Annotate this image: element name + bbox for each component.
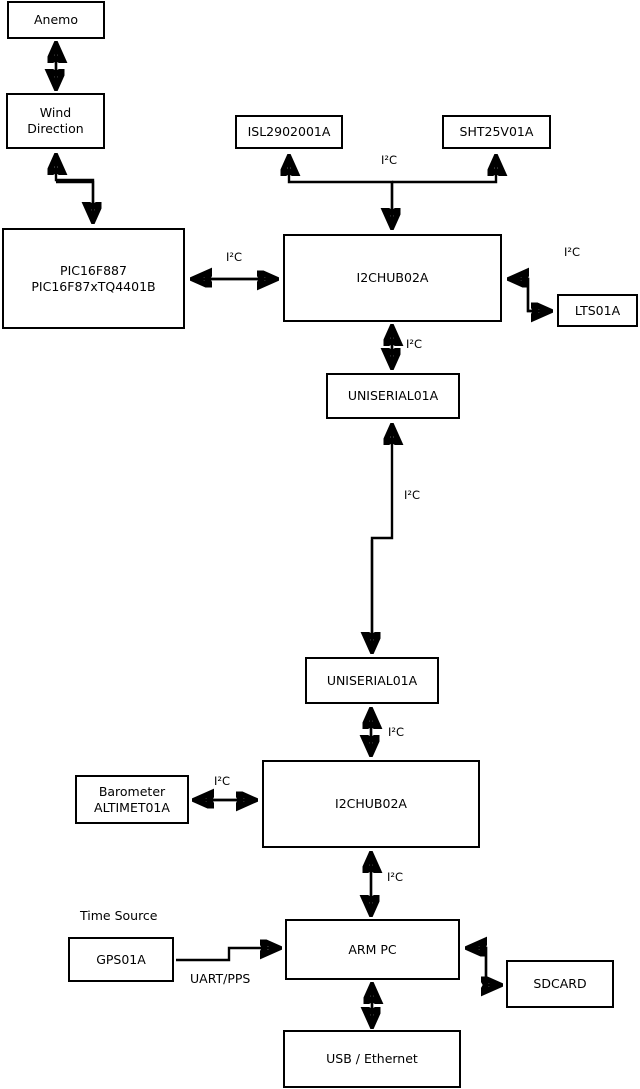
edge-label-i2c-hub-lts: I²C xyxy=(564,245,581,259)
wire-uniserial-bottom-to-uniserial-top xyxy=(370,427,392,650)
node-usb-ethernet[interactable]: USB / Ethernet xyxy=(283,1030,461,1088)
edge-label-i2c-uniserial-link: I²C xyxy=(404,488,421,502)
node-gps01a[interactable]: GPS01A xyxy=(68,937,174,982)
node-wind-direction[interactable]: Wind Direction xyxy=(6,93,105,149)
wire-gps-to-armpc xyxy=(176,948,278,962)
edge-label-i2c-sensor-bus: I²C xyxy=(381,153,398,167)
edge-label-i2c-barometer-hub: I²C xyxy=(214,774,231,788)
node-i2chub02a-top-label: I2CHUB02A xyxy=(356,270,429,286)
edge-label-i2c-uniserial-hub-bottom: I²C xyxy=(388,725,405,739)
wire-pic-to-winddirection xyxy=(56,157,95,220)
node-wind-direction-label: Wind Direction xyxy=(27,105,84,136)
node-sht25v01a-label: SHT25V01A xyxy=(459,124,534,140)
node-uniserial01a-bottom-label: UNISERIAL01A xyxy=(326,672,418,688)
wire-i2chub-top-to-lts xyxy=(511,277,549,311)
edge-label-i2c-pic-hub: I²C xyxy=(226,250,243,264)
node-sdcard-label: SDCARD xyxy=(533,976,587,992)
node-gps01a-label: GPS01A xyxy=(96,951,146,967)
label-time-source: Time Source xyxy=(80,908,158,923)
node-isl2902001a[interactable]: ISL2902001A xyxy=(235,115,343,149)
wire-i2chub-top-to-isl xyxy=(289,158,394,226)
node-i2chub02a-bottom[interactable]: I2CHUB02A xyxy=(262,760,480,848)
node-i2chub02a-top[interactable]: I2CHUB02A xyxy=(283,234,502,322)
wire-armpc-to-sdcard xyxy=(469,946,499,985)
node-pic-microcontroller-label: PIC16F887 PIC16F87xTQ4401B xyxy=(31,262,156,294)
edge-label-i2c-hub-uniserial: I²C xyxy=(406,337,423,351)
node-uniserial01a-top-label: UNISERIAL01A xyxy=(347,388,439,404)
edge-label-i2c-hub-armpc: I²C xyxy=(387,870,404,884)
node-uniserial01a-bottom[interactable]: UNISERIAL01A xyxy=(305,657,439,704)
edge-label-uart-pps: UART/PPS xyxy=(190,971,251,986)
node-barometer-altimet01a-label: Barometer ALTIMET01A xyxy=(94,783,170,815)
node-pic-microcontroller[interactable]: PIC16F887 PIC16F87xTQ4401B xyxy=(2,228,185,329)
wire-lts-to-i2chub-top xyxy=(511,279,549,313)
wire-winddirection-to-pic xyxy=(56,180,93,220)
node-lts01a[interactable]: LTS01A xyxy=(557,294,638,327)
node-anemo-label: Anemo xyxy=(34,12,78,28)
wire-i2chub-top-to-sht xyxy=(392,158,496,184)
node-sdcard[interactable]: SDCARD xyxy=(506,960,614,1008)
node-arm-pc[interactable]: ARM PC xyxy=(285,919,460,980)
node-i2chub02a-bottom-label: I2CHUB02A xyxy=(335,796,407,812)
node-uniserial01a-top[interactable]: UNISERIAL01A xyxy=(326,373,460,419)
node-lts01a-label: LTS01A xyxy=(574,302,621,318)
wire-sdcard-to-armpc xyxy=(469,948,499,987)
node-barometer-altimet01a[interactable]: Barometer ALTIMET01A xyxy=(75,775,189,824)
node-sht25v01a[interactable]: SHT25V01A xyxy=(442,115,551,149)
node-isl2902001a-label: ISL2902001A xyxy=(247,124,331,140)
node-arm-pc-label: ARM PC xyxy=(348,941,397,957)
node-usb-ethernet-label: USB / Ethernet xyxy=(326,1051,418,1067)
node-anemo[interactable]: Anemo xyxy=(7,1,105,39)
